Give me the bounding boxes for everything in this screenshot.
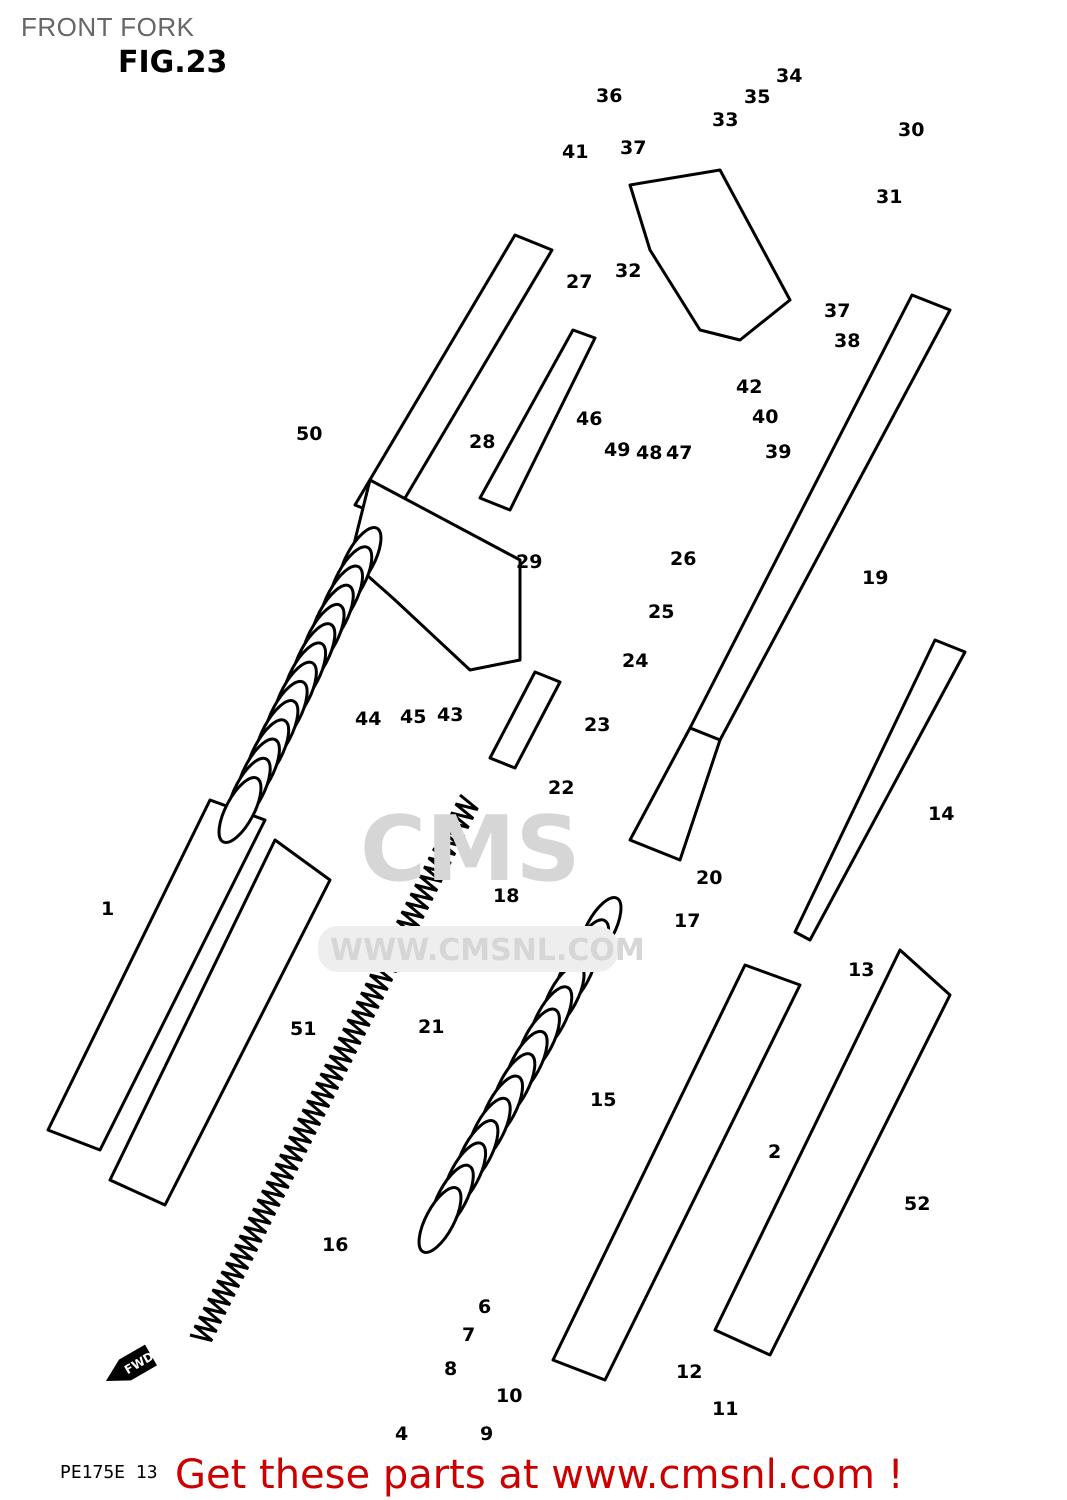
fork-stem-27 [478,328,597,512]
fork-inner-tube-19 [688,293,952,742]
part-label: 47 [666,442,692,464]
cta-link[interactable]: Get these parts at www.cmsnl.com ! [175,1452,904,1498]
part-label: 34 [776,65,802,87]
part-label: 10 [496,1385,522,1407]
part-label: 32 [615,260,641,282]
fork-cover-51 [108,838,332,1207]
part-label: 33 [712,109,738,131]
spacer-23 [488,670,562,770]
part-label: 31 [876,186,902,208]
part-label: 8 [444,1358,457,1380]
part-label: 6 [478,1296,491,1318]
figure-number: FIG.23 [118,45,228,80]
part-label: 44 [355,708,381,730]
part-label: 11 [712,1398,738,1420]
part-label: 19 [862,567,888,589]
part-label: 51 [290,1018,316,1040]
part-label: 35 [744,86,770,108]
part-label: 24 [622,650,648,672]
part-label: 7 [462,1324,475,1346]
part-label: 25 [648,601,674,623]
part-label: 43 [437,704,463,726]
part-label: 36 [596,85,622,107]
fork-lower-tube-20 [628,726,722,862]
part-label: 9 [480,1423,493,1445]
part-label: 50 [296,423,322,445]
watermark: CMS WWW.CMSNL.COM [318,797,645,972]
part-label: 1 [101,898,114,920]
part-label: 28 [469,431,495,453]
part-label: 52 [904,1193,930,1215]
fork-spring-21 [189,793,479,1342]
part-label: 48 [636,442,662,464]
fork-cover-52 [713,948,952,1357]
diagram-code: PE175E 13 [60,1462,158,1483]
part-label: 30 [898,119,924,141]
part-label: 21 [418,1016,444,1038]
part-label: 46 [576,408,602,430]
part-label: 12 [676,1361,702,1383]
part-label: 13 [848,959,874,981]
part-label: 22 [548,777,574,799]
part-label: 26 [670,548,696,570]
part-label: 37 [620,137,646,159]
part-label: 14 [928,803,954,825]
part-label: 27 [566,271,592,293]
watermark-band [318,926,618,972]
watermark-url: WWW.CMSNL.COM [330,933,645,968]
part-label: 23 [584,714,610,736]
boot-fold [417,1186,463,1254]
part-label: 18 [493,885,519,907]
part-label: 45 [400,706,426,728]
fork-boots [217,526,623,1254]
fork-outer-tube-2 [551,963,802,1382]
part-label: 40 [752,406,778,428]
page-title: FRONT FORK [21,12,195,42]
part-label: 39 [765,441,791,463]
part-label: 41 [562,141,588,163]
part-label: 38 [834,330,860,352]
upper-bracket-32 [628,168,792,342]
part-label: 4 [395,1423,408,1445]
part-label: 2 [768,1141,781,1163]
part-label: 20 [696,867,722,889]
part-label: 29 [516,551,542,573]
fwd-arrow: FWD [105,1344,157,1381]
watermark-logo: CMS [360,797,580,902]
part-label: 37 [824,300,850,322]
part-label: 42 [736,376,762,398]
fwd-arrow-icon [105,1344,157,1381]
part-label: 15 [590,1089,616,1111]
part-label: 49 [604,439,630,461]
part-label: 17 [674,910,700,932]
damper-rod-14 [793,638,967,942]
lower-bracket [348,478,522,672]
part-label: 16 [322,1234,348,1256]
boot-fold [217,776,263,844]
